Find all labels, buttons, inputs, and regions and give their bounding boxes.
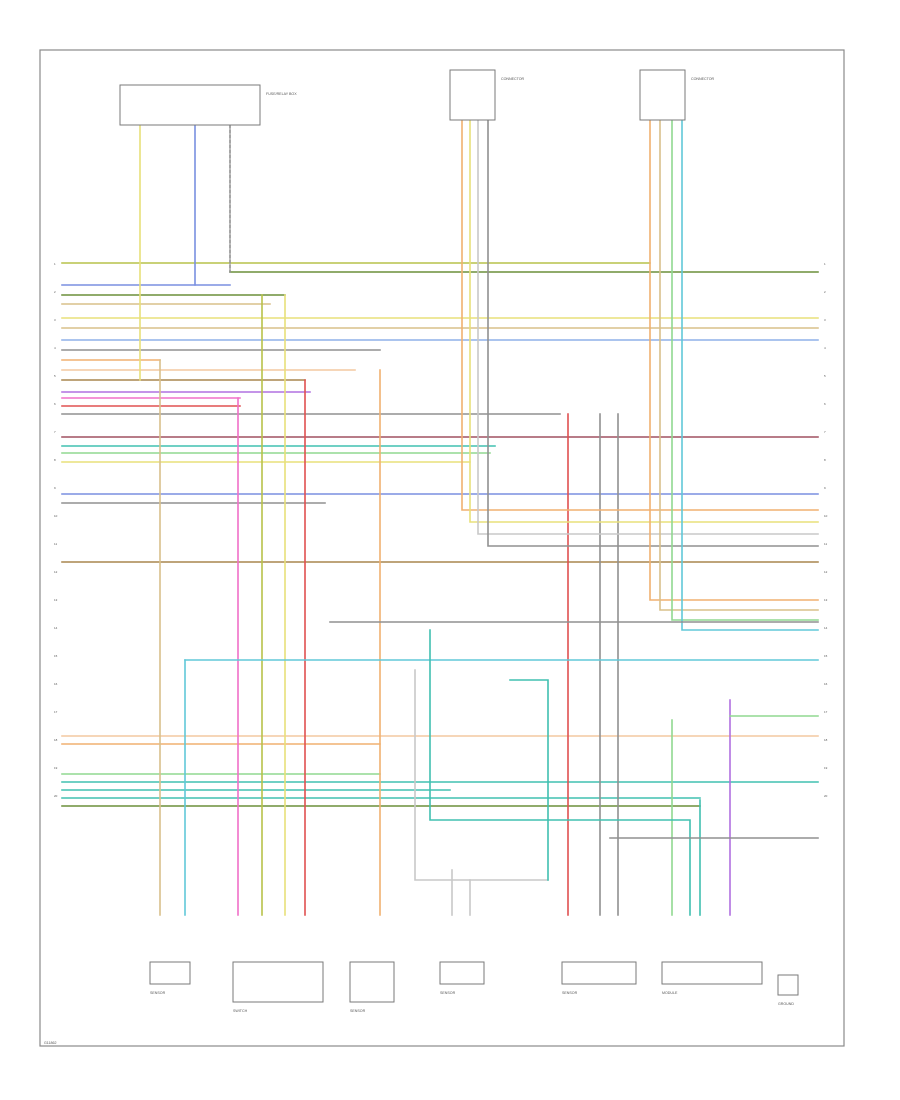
page-marker-right-12: 12: [824, 570, 828, 574]
footer-code: G11862: [44, 1041, 57, 1045]
page-marker-right-20: 20: [824, 794, 828, 798]
top-component-2: [449, 69, 496, 121]
page-marker-right-8: 8: [824, 458, 826, 462]
top-component-label-2: CONNECTOR: [501, 77, 524, 81]
page-marker-left-19: 19: [54, 766, 58, 770]
page-marker-right-10: 10: [824, 514, 828, 518]
page-marker-left-18: 18: [54, 738, 58, 742]
bottom-component-5: [561, 961, 637, 985]
bottom-component-7: [777, 974, 799, 996]
bottom-component-label-1: SENSOR: [150, 991, 166, 995]
top-component-label-3: CONNECTOR: [691, 77, 714, 81]
page-marker-left-20: 20: [54, 794, 58, 798]
bottom-component-3: [349, 961, 395, 1003]
page-marker-left-15: 15: [54, 654, 58, 658]
diagram-frame: [39, 49, 845, 1047]
page-marker-left-5: 5: [54, 374, 56, 378]
page-marker-right-7: 7: [824, 430, 826, 434]
page-marker-right-16: 16: [824, 682, 828, 686]
wire-49: [477, 119, 819, 535]
page-marker-left-11: 11: [54, 542, 57, 546]
bottom-component-label-2: SWITCH: [233, 1009, 248, 1013]
wire-54: [681, 119, 819, 631]
bottom-component-label-5: SENSOR: [562, 991, 578, 995]
page-marker-left-14: 14: [54, 626, 58, 630]
page-marker-right-9: 9: [824, 486, 826, 490]
wire-53: [671, 119, 819, 621]
page-marker-left-9: 9: [54, 486, 56, 490]
wire-59: [509, 679, 549, 881]
page-marker-right-18: 18: [824, 738, 828, 742]
bottom-component-1: [149, 961, 191, 985]
bottom-component-label-7: GROUND: [778, 1002, 794, 1006]
wire-56: [429, 629, 691, 916]
bottom-component-4: [439, 961, 485, 985]
bottom-component-label-6: MODULE: [662, 991, 678, 995]
bottom-component-6: [661, 961, 763, 985]
wire-58: [414, 669, 549, 881]
page-marker-left-12: 12: [54, 570, 58, 574]
page-marker-left-17: 17: [54, 710, 58, 714]
page-marker-right-2: 2: [824, 290, 826, 294]
bottom-component-2: [232, 961, 324, 1003]
page-marker-right-14: 14: [824, 626, 828, 630]
wire-47: [461, 119, 819, 511]
bottom-component-label-4: SENSOR: [440, 991, 456, 995]
component-layer: FUSE/RELAY BOX CONNECTOR CONNECTOR SENSOR SW…: [119, 69, 799, 1013]
top-component-label-1: FUSE/RELAY BOX: [266, 92, 297, 96]
page-marker-right-1: 1: [824, 262, 826, 266]
page-marker-right-11: 11: [824, 542, 827, 546]
page-marker-right-6: 6: [824, 402, 826, 406]
page-marker-right-5: 5: [824, 374, 826, 378]
page-marker-right-19: 19: [824, 766, 828, 770]
wire-51: [649, 119, 819, 601]
page-marker-left-6: 6: [54, 402, 56, 406]
page-marker-left-13: 13: [54, 598, 58, 602]
page-marker-left-16: 16: [54, 682, 58, 686]
page-marker-right-3: 3: [824, 318, 826, 322]
page-marker-left-3: 3: [54, 318, 56, 322]
top-component-3: [639, 69, 686, 121]
page-marker-right-15: 15: [824, 654, 828, 658]
bottom-component-label-3: SENSOR: [350, 1009, 366, 1013]
page-marker-left-7: 7: [54, 430, 56, 434]
page-marker-right-17: 17: [824, 710, 828, 714]
page-marker-left-2: 2: [54, 290, 56, 294]
wire-48: [469, 119, 819, 523]
wire-50: [487, 119, 819, 547]
page-marker-left-10: 10: [54, 514, 58, 518]
page-marker-left-1: 1: [54, 262, 56, 266]
page-marker-left-4: 4: [54, 346, 56, 350]
wire-52: [659, 119, 819, 611]
page-marker-left-8: 8: [54, 458, 56, 462]
wire-layer: [61, 119, 819, 916]
top-component-1: [119, 84, 261, 126]
page-marker-right-4: 4: [824, 346, 826, 350]
page-marker-right-13: 13: [824, 598, 828, 602]
